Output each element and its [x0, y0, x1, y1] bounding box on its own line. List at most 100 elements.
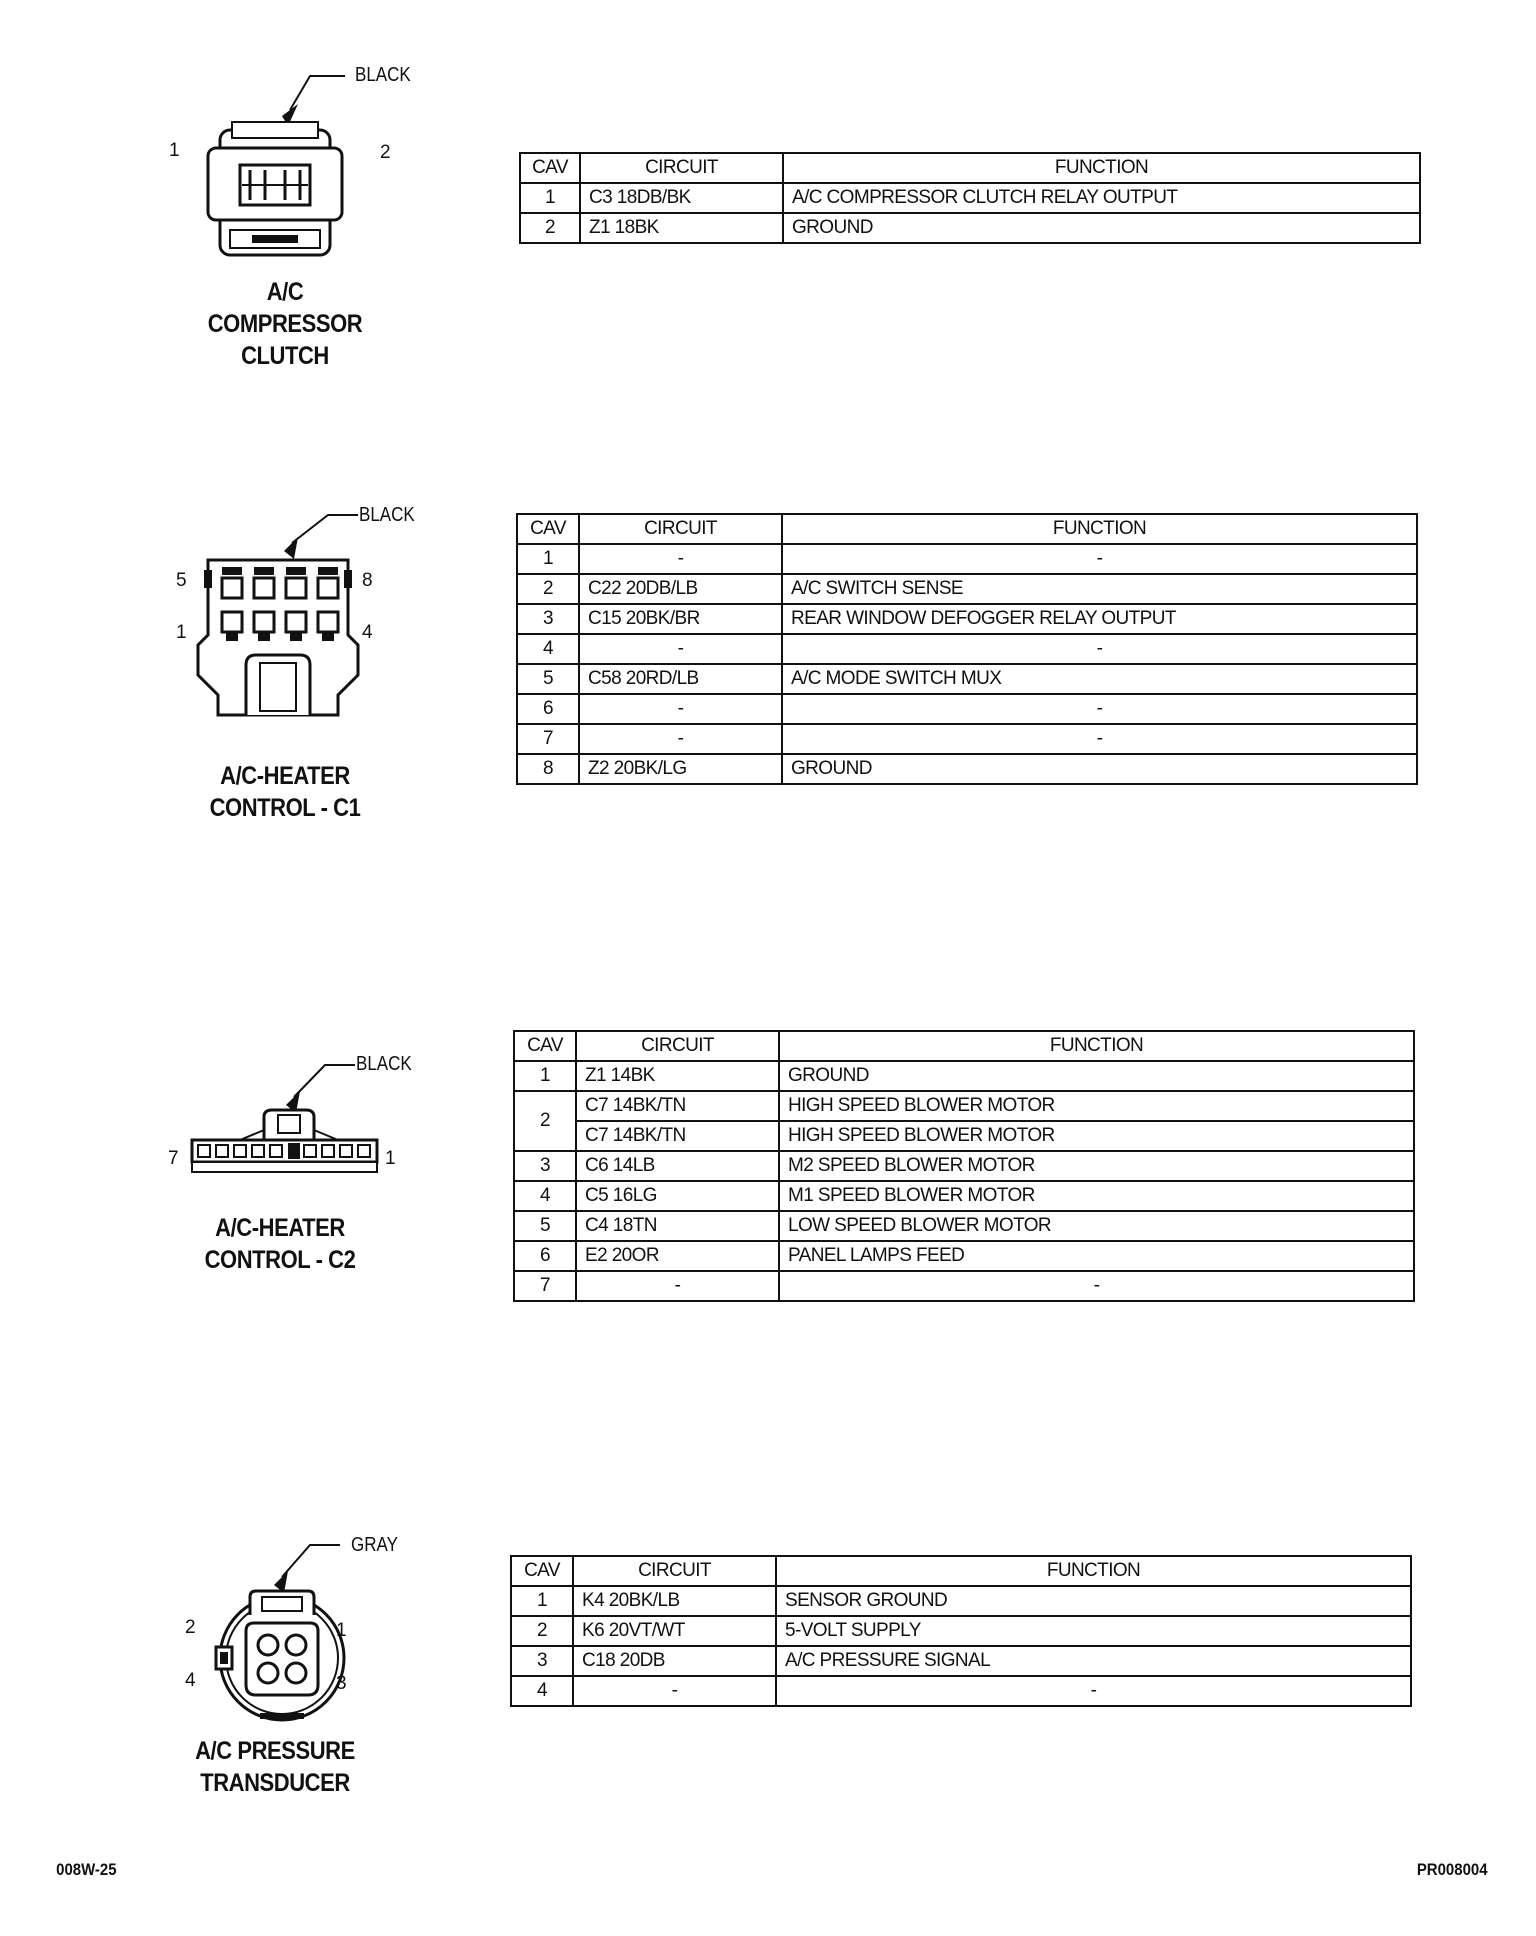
pin-label: 1 [336, 1620, 347, 1641]
header-cav: CAV [513, 1030, 577, 1062]
connector-title-line: A/C [266, 278, 304, 306]
connector-title-line: A/C-HEATER [220, 762, 350, 790]
cell-cav: 3 [516, 603, 580, 635]
cell-function: REAR WINDOW DEFOGGER RELAY OUTPUT [781, 603, 1418, 635]
compressor-clutch-connector-icon [206, 75, 345, 257]
cell-circuit: Z1 14BK [575, 1060, 780, 1092]
table-header-row: CAV CIRCUIT FUNCTION [519, 152, 1421, 184]
table-row: 2 K6 20VT/WT 5-VOLT SUPPLY [510, 1615, 1412, 1647]
pin-label: 4 [362, 622, 373, 643]
table-row: 2 C7 14BK/TN HIGH SPEED BLOWER MOTOR [513, 1090, 1415, 1152]
connector-title-line: CONTROL - C2 [204, 1246, 356, 1274]
cell-function: PANEL LAMPS FEED [778, 1240, 1415, 1272]
heater-control-c2-connector-icon [190, 1064, 379, 1173]
header-cav: CAV [510, 1555, 574, 1587]
connector-title: A/C-HEATER CONTROL - C1 [171, 760, 400, 824]
table-header-row: CAV CIRCUIT FUNCTION [510, 1555, 1412, 1587]
cell-cav: 6 [513, 1240, 577, 1272]
cell-circuit: C18 20DB [572, 1645, 777, 1677]
footer-page-code: 008W-25 [56, 1860, 117, 1879]
cell-circuit: C6 14LB [575, 1150, 780, 1182]
heater-control-c1-connector-icon [196, 514, 360, 717]
cell-function: - [781, 633, 1418, 665]
pin-label: 3 [336, 1673, 347, 1694]
cell-cav: 1 [510, 1585, 574, 1617]
header-cav: CAV [519, 152, 581, 184]
cell-cav: 2 [516, 573, 580, 605]
cell-cav: 7 [516, 723, 580, 755]
header-function: FUNCTION [778, 1030, 1415, 1062]
pin-label: 8 [362, 570, 373, 591]
table-row: 1 - - [516, 543, 1418, 575]
cell-circuit: - [578, 633, 783, 665]
cell-function: M2 SPEED BLOWER MOTOR [778, 1150, 1415, 1182]
table-row: 3 C6 14LB M2 SPEED BLOWER MOTOR [513, 1150, 1415, 1182]
connector-color-label: BLACK [355, 64, 411, 86]
header-circuit: CIRCUIT [578, 513, 783, 545]
table-row: 2 C22 20DB/LB A/C SWITCH SENSE [516, 573, 1418, 605]
cell-cav: 8 [516, 753, 580, 785]
cell-function: 5-VOLT SUPPLY [775, 1615, 1412, 1647]
cell-cav: 2 [519, 212, 581, 244]
table-row: 5 C4 18TN LOW SPEED BLOWER MOTOR [513, 1210, 1415, 1242]
connector-title: A/C PRESSURE TRANSDUCER [161, 1735, 390, 1799]
cell-function: - [781, 693, 1418, 725]
cell-circuit: C5 16LG [575, 1180, 780, 1212]
cell-function: GROUND [782, 212, 1421, 244]
table-row: 1 K4 20BK/LB SENSOR GROUND [510, 1585, 1412, 1617]
cell-cav: 3 [513, 1150, 577, 1182]
header-circuit: CIRCUIT [572, 1555, 777, 1587]
pin-label: 2 [185, 1617, 196, 1638]
cell-function: A/C COMPRESSOR CLUTCH RELAY OUTPUT [782, 182, 1421, 214]
connector-title-line: CLUTCH [241, 342, 329, 370]
cell-cav: 6 [516, 693, 580, 725]
cell-function: A/C MODE SWITCH MUX [781, 663, 1418, 695]
cell-function: M1 SPEED BLOWER MOTOR [778, 1180, 1415, 1212]
cell-circuit: - [578, 543, 783, 575]
cell-cav: 2 [513, 1090, 577, 1152]
cell-circuit: C4 18TN [575, 1210, 780, 1242]
cell-function: - [775, 1675, 1412, 1707]
cell-circuit: K6 20VT/WT [572, 1615, 777, 1647]
pin-label: 5 [176, 570, 187, 591]
cavity-table: CAV CIRCUIT FUNCTION 1 C3 18DB/BK A/C CO… [519, 152, 1421, 244]
cell-cav: 4 [516, 633, 580, 665]
cell-circuit: - [578, 723, 783, 755]
cell-cav: 5 [513, 1210, 577, 1242]
connector-title: A/C-HEATER CONTROL - C2 [166, 1212, 395, 1276]
pressure-transducer-connector-icon [214, 1544, 346, 1722]
cell-circuit: Z2 20BK/LG [578, 753, 783, 785]
table-row: 4 C5 16LG M1 SPEED BLOWER MOTOR [513, 1180, 1415, 1212]
cell-circuit: C3 18DB/BK [579, 182, 784, 214]
footer-figure-id: PR008004 [1416, 1860, 1488, 1879]
cell-circuit: C15 20BK/BR [578, 603, 783, 635]
header-circuit: CIRCUIT [579, 152, 784, 184]
connector-title-line: TRANSDUCER [200, 1769, 350, 1797]
cell-function: A/C PRESSURE SIGNAL [775, 1645, 1412, 1677]
pin-label: 1 [169, 140, 180, 161]
table-row: 5 C58 20RD/LB A/C MODE SWITCH MUX [516, 663, 1418, 695]
connector-color-label: BLACK [359, 504, 415, 526]
header-function: FUNCTION [775, 1555, 1412, 1587]
header-cav: CAV [516, 513, 580, 545]
header-circuit: CIRCUIT [575, 1030, 780, 1062]
cell-function: GROUND [778, 1060, 1415, 1092]
cell-circuit: C58 20RD/LB [578, 663, 783, 695]
connector-color-label: BLACK [356, 1053, 412, 1075]
table-row: 7 - - [513, 1270, 1415, 1302]
connector-title-line: COMPRESSOR [207, 310, 363, 338]
cell-cav: 1 [516, 543, 580, 575]
connector-title: A/C COMPRESSOR CLUTCH [171, 276, 400, 372]
cell-cav: 2 [510, 1615, 574, 1647]
cell-circuit: C22 20DB/LB [578, 573, 783, 605]
cell-cav: 3 [510, 1645, 574, 1677]
cell-function: - [778, 1270, 1415, 1302]
connector-title-line: A/C-HEATER [215, 1214, 345, 1242]
cell-cav: 7 [513, 1270, 577, 1302]
table-row: 1 C3 18DB/BK A/C COMPRESSOR CLUTCH RELAY… [519, 182, 1421, 214]
table-row: 3 C15 20BK/BR REAR WINDOW DEFOGGER RELAY… [516, 603, 1418, 635]
table-header-row: CAV CIRCUIT FUNCTION [516, 513, 1418, 545]
table-row: 1 Z1 14BK GROUND [513, 1060, 1415, 1092]
cell-circuit: C7 14BK/TN [575, 1090, 780, 1122]
cell-cav: 5 [516, 663, 580, 695]
